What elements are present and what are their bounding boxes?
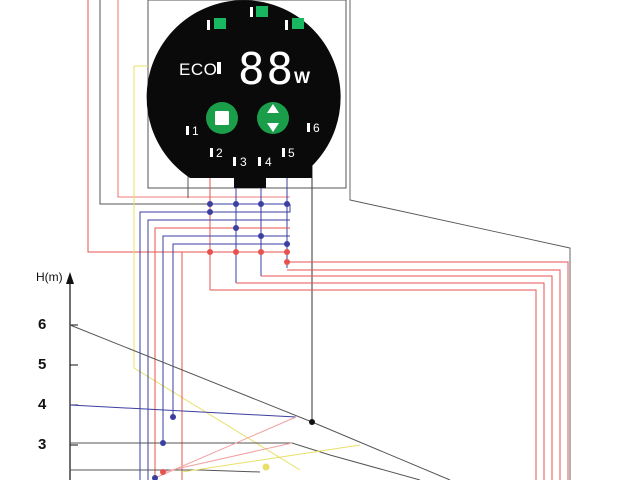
curve-max: [69, 324, 451, 480]
mode-indicator-2: 2: [216, 146, 223, 160]
eco-label: ECO: [179, 60, 218, 79]
bus-5: [162, 235, 290, 443]
mode-indicator-4: 4: [265, 155, 272, 169]
wire-right-2: [287, 269, 561, 480]
y-axis-arrow: [66, 272, 74, 284]
bus-2: [139, 204, 291, 480]
top-indicators: [207, 6, 304, 30]
curve-mid: [70, 442, 421, 480]
bus-3: [147, 219, 290, 480]
up-down-arrows-icon: [267, 104, 279, 113]
night-mode-icon: [292, 18, 304, 29]
eco-indicator: [217, 62, 221, 74]
op-point-yellow: [262, 463, 270, 471]
op-point-blue-3: [152, 475, 158, 480]
op-point-blue-2: [160, 440, 166, 446]
yellow-diag-2: [181, 444, 361, 473]
power-readout: 88: [238, 44, 295, 95]
y-tick-3: 3: [38, 436, 47, 453]
mode-bars: [186, 123, 310, 166]
y-tick-6: 6: [38, 316, 47, 333]
mode-indicator-5: 5: [288, 146, 295, 160]
autoadapt-icon: [256, 6, 268, 17]
bus-6: [172, 243, 290, 417]
curve-low: [70, 469, 261, 473]
mode-indicator-3: 3: [240, 155, 247, 169]
select-button[interactable]: [257, 102, 289, 134]
wire-red-left-2: [117, 0, 290, 198]
op-point-blue-1: [170, 414, 176, 420]
display-panel: [146, 0, 341, 189]
pink-diag-2: [162, 442, 293, 473]
bus-7: [181, 251, 290, 480]
junction-dots: [207, 201, 290, 265]
y-axis-label: H(m): [36, 270, 63, 284]
wire-right-5: [210, 289, 537, 480]
wire-right-4: [236, 282, 545, 480]
mode-indicator-1: 1: [192, 124, 199, 138]
pink-diag-1: [154, 416, 297, 479]
autoadapt-icon: [214, 18, 226, 29]
op-point-red: [160, 469, 166, 475]
wire-right-1: [287, 261, 569, 480]
wire-right-3: [261, 275, 553, 480]
stop-square-icon: [215, 111, 229, 125]
wire-yellow-diag: [133, 367, 301, 471]
bus-4: [154, 227, 290, 478]
op-point: [309, 419, 315, 425]
y-tick-4: 4: [38, 396, 47, 413]
power-unit: W: [294, 68, 311, 87]
y-tick-5: 5: [38, 356, 47, 373]
y-ticks: [70, 324, 78, 446]
wire-gray-left: [99, 0, 210, 205]
wire-gray-right: [349, 0, 571, 480]
mode-indicator-6: 6: [313, 121, 320, 135]
level-4: [69, 404, 297, 418]
